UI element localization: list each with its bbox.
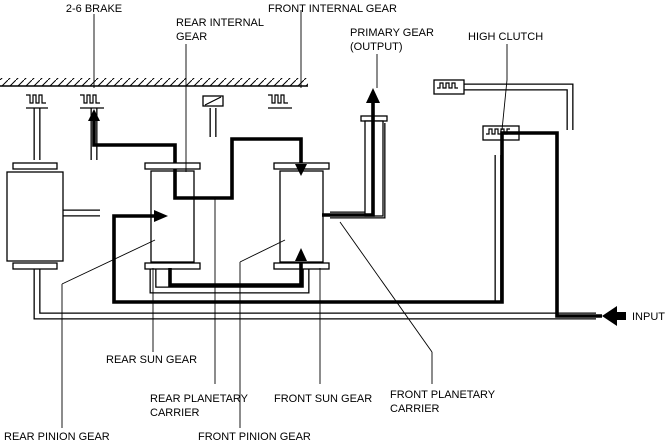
one-way-clutch [202,95,224,107]
label-front-internal-gear: FRONT INTERNAL GEAR [268,3,397,15]
leader-lines [61,10,508,428]
transmission-case [0,78,308,87]
label-input: INPUT [632,311,665,323]
front-brake-pack [268,94,292,109]
label-front-planetary-carrier-line1: FRONT PLANETARY [390,389,496,401]
label-rear-internal-gear-line1: REAR INTERNAL [176,17,264,29]
clutch-pack-upper [433,79,465,95]
label-rear-planetary-carrier-line1: REAR PLANETARY [150,393,249,405]
label-primary-gear-line2: (OUTPUT) [350,41,403,53]
rear-pinion-unit [6,162,64,270]
label-front-sun-gear: FRONT SUN GEAR [274,393,372,405]
label-front-planetary-carrier-line2: CARRIER [390,403,440,415]
label-rear-internal-gear-line2: GEAR [176,31,207,43]
power-flow [92,102,602,318]
label-2-6-brake: 2-6 BRAKE [66,3,122,15]
flow-arrows [88,88,626,326]
label-front-pinion-gear: FRONT PINION GEAR [198,431,311,443]
label-high-clutch: HIGH CLUTCH [468,31,543,43]
label-rear-sun-gear: REAR SUN GEAR [106,354,197,366]
label-rear-planetary-carrier-line2: CARRIER [150,407,200,419]
brake-2-6-pack [80,94,104,109]
labels: 2-6 BRAKE REAR INTERNAL GEAR FRONT INTER… [4,3,665,443]
brake-pack-1 [26,94,48,109]
label-primary-gear-line1: PRIMARY GEAR [350,27,434,39]
label-rear-pinion-gear: REAR PINION GEAR [4,431,110,443]
